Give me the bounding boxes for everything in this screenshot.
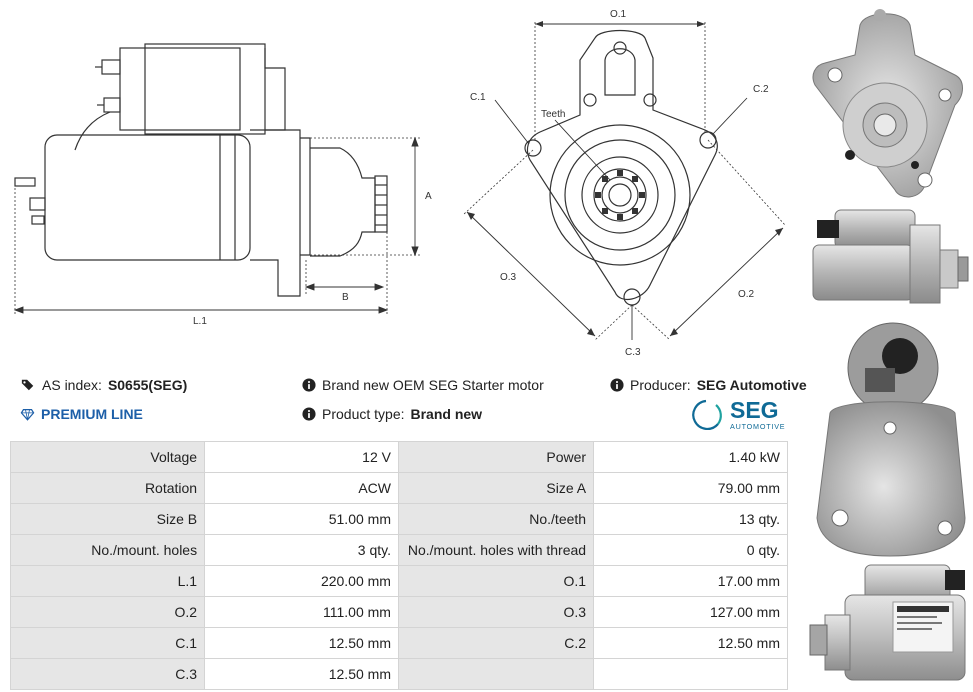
side-view-diagram: A B L.1 (13, 43, 432, 327)
spec-key: O.3 (397, 596, 595, 628)
dim-label-teeth: Teeth (541, 109, 565, 120)
as-index-value: S0655(SEG) (107, 377, 188, 393)
spec-value: 111.00 mm (204, 596, 399, 628)
product-photo-front (805, 5, 970, 205)
spec-value: 1.40 kW (593, 441, 788, 473)
producer: Producer: SEG Automotive (610, 376, 807, 394)
spec-value: 17.00 mm (593, 565, 788, 597)
product-type-value: Brand new (410, 406, 483, 422)
tags-icon (21, 379, 34, 391)
spec-key (397, 658, 595, 690)
dim-label-a: A (425, 191, 432, 202)
spec-value: 0 qty. (593, 534, 788, 566)
seg-logo-sub: AUTOMOTIVE (730, 422, 785, 431)
as-index-label: AS index: (42, 377, 102, 393)
spec-key: Voltage (9, 441, 206, 473)
info-icon (302, 407, 316, 421)
info-icon (302, 378, 316, 392)
spec-key: Rotation (9, 472, 206, 504)
premium-line: PREMIUM LINE (20, 405, 143, 423)
description-text: Brand new OEM SEG Starter motor (322, 377, 544, 393)
product-type: Product type: Brand new (302, 405, 482, 423)
dim-label-c1: C.1 (470, 92, 486, 103)
spec-value: 220.00 mm (204, 565, 399, 597)
spec-value: 12 V (204, 441, 399, 473)
diamond-icon (20, 408, 35, 421)
spec-key: Power (397, 441, 595, 473)
spec-key: No./mount. holes with thread (397, 534, 595, 566)
product-photo-side (805, 205, 970, 310)
spec-key: No./teeth (397, 503, 595, 535)
spec-value: 79.00 mm (593, 472, 788, 504)
dim-label-b: B (342, 292, 349, 303)
spec-key: L.1 (9, 565, 206, 597)
spec-value: 12.50 mm (593, 627, 788, 659)
dim-label-c3: C.3 (625, 347, 641, 358)
dim-label-o1: O.1 (610, 9, 627, 20)
description: Brand new OEM SEG Starter motor (302, 376, 544, 394)
front-view-diagram: O.1 C.1 C.2 Teeth O.3 O.2 C.3 (462, 9, 786, 358)
spec-key: O.2 (9, 596, 206, 628)
dim-label-c2: C.2 (753, 84, 769, 95)
seg-automotive-logo: SEG AUTOMOTIVE (692, 397, 785, 431)
spec-key: C.3 (9, 658, 206, 690)
spec-key: Size B (9, 503, 206, 535)
spec-value: ACW (204, 472, 399, 504)
dim-label-o2: O.2 (738, 289, 755, 300)
dim-label-l1: L.1 (193, 316, 207, 327)
spec-key: No./mount. holes (9, 534, 206, 566)
spec-value (593, 658, 788, 690)
spec-value: 12.50 mm (204, 658, 399, 690)
producer-label: Producer: (630, 377, 691, 393)
spec-key: O.1 (397, 565, 595, 597)
seg-logo-brand: SEG (730, 397, 779, 423)
as-index: AS index: S0655(SEG) (20, 376, 187, 394)
premium-line-text: PREMIUM LINE (41, 406, 143, 422)
spec-value: 127.00 mm (593, 596, 788, 628)
product-type-label: Product type: (322, 406, 405, 422)
product-photo-rear (805, 318, 970, 558)
spec-value: 12.50 mm (204, 627, 399, 659)
spec-key: C.2 (397, 627, 595, 659)
spec-value: 13 qty. (593, 503, 788, 535)
spec-key: Size A (397, 472, 595, 504)
dim-label-o3: O.3 (500, 272, 517, 283)
producer-value: SEG Automotive (696, 377, 807, 393)
info-icon (610, 378, 624, 392)
product-photo-label (805, 560, 970, 685)
spec-value: 51.00 mm (204, 503, 399, 535)
spec-key: C.1 (9, 627, 206, 659)
spec-value: 3 qty. (204, 534, 399, 566)
